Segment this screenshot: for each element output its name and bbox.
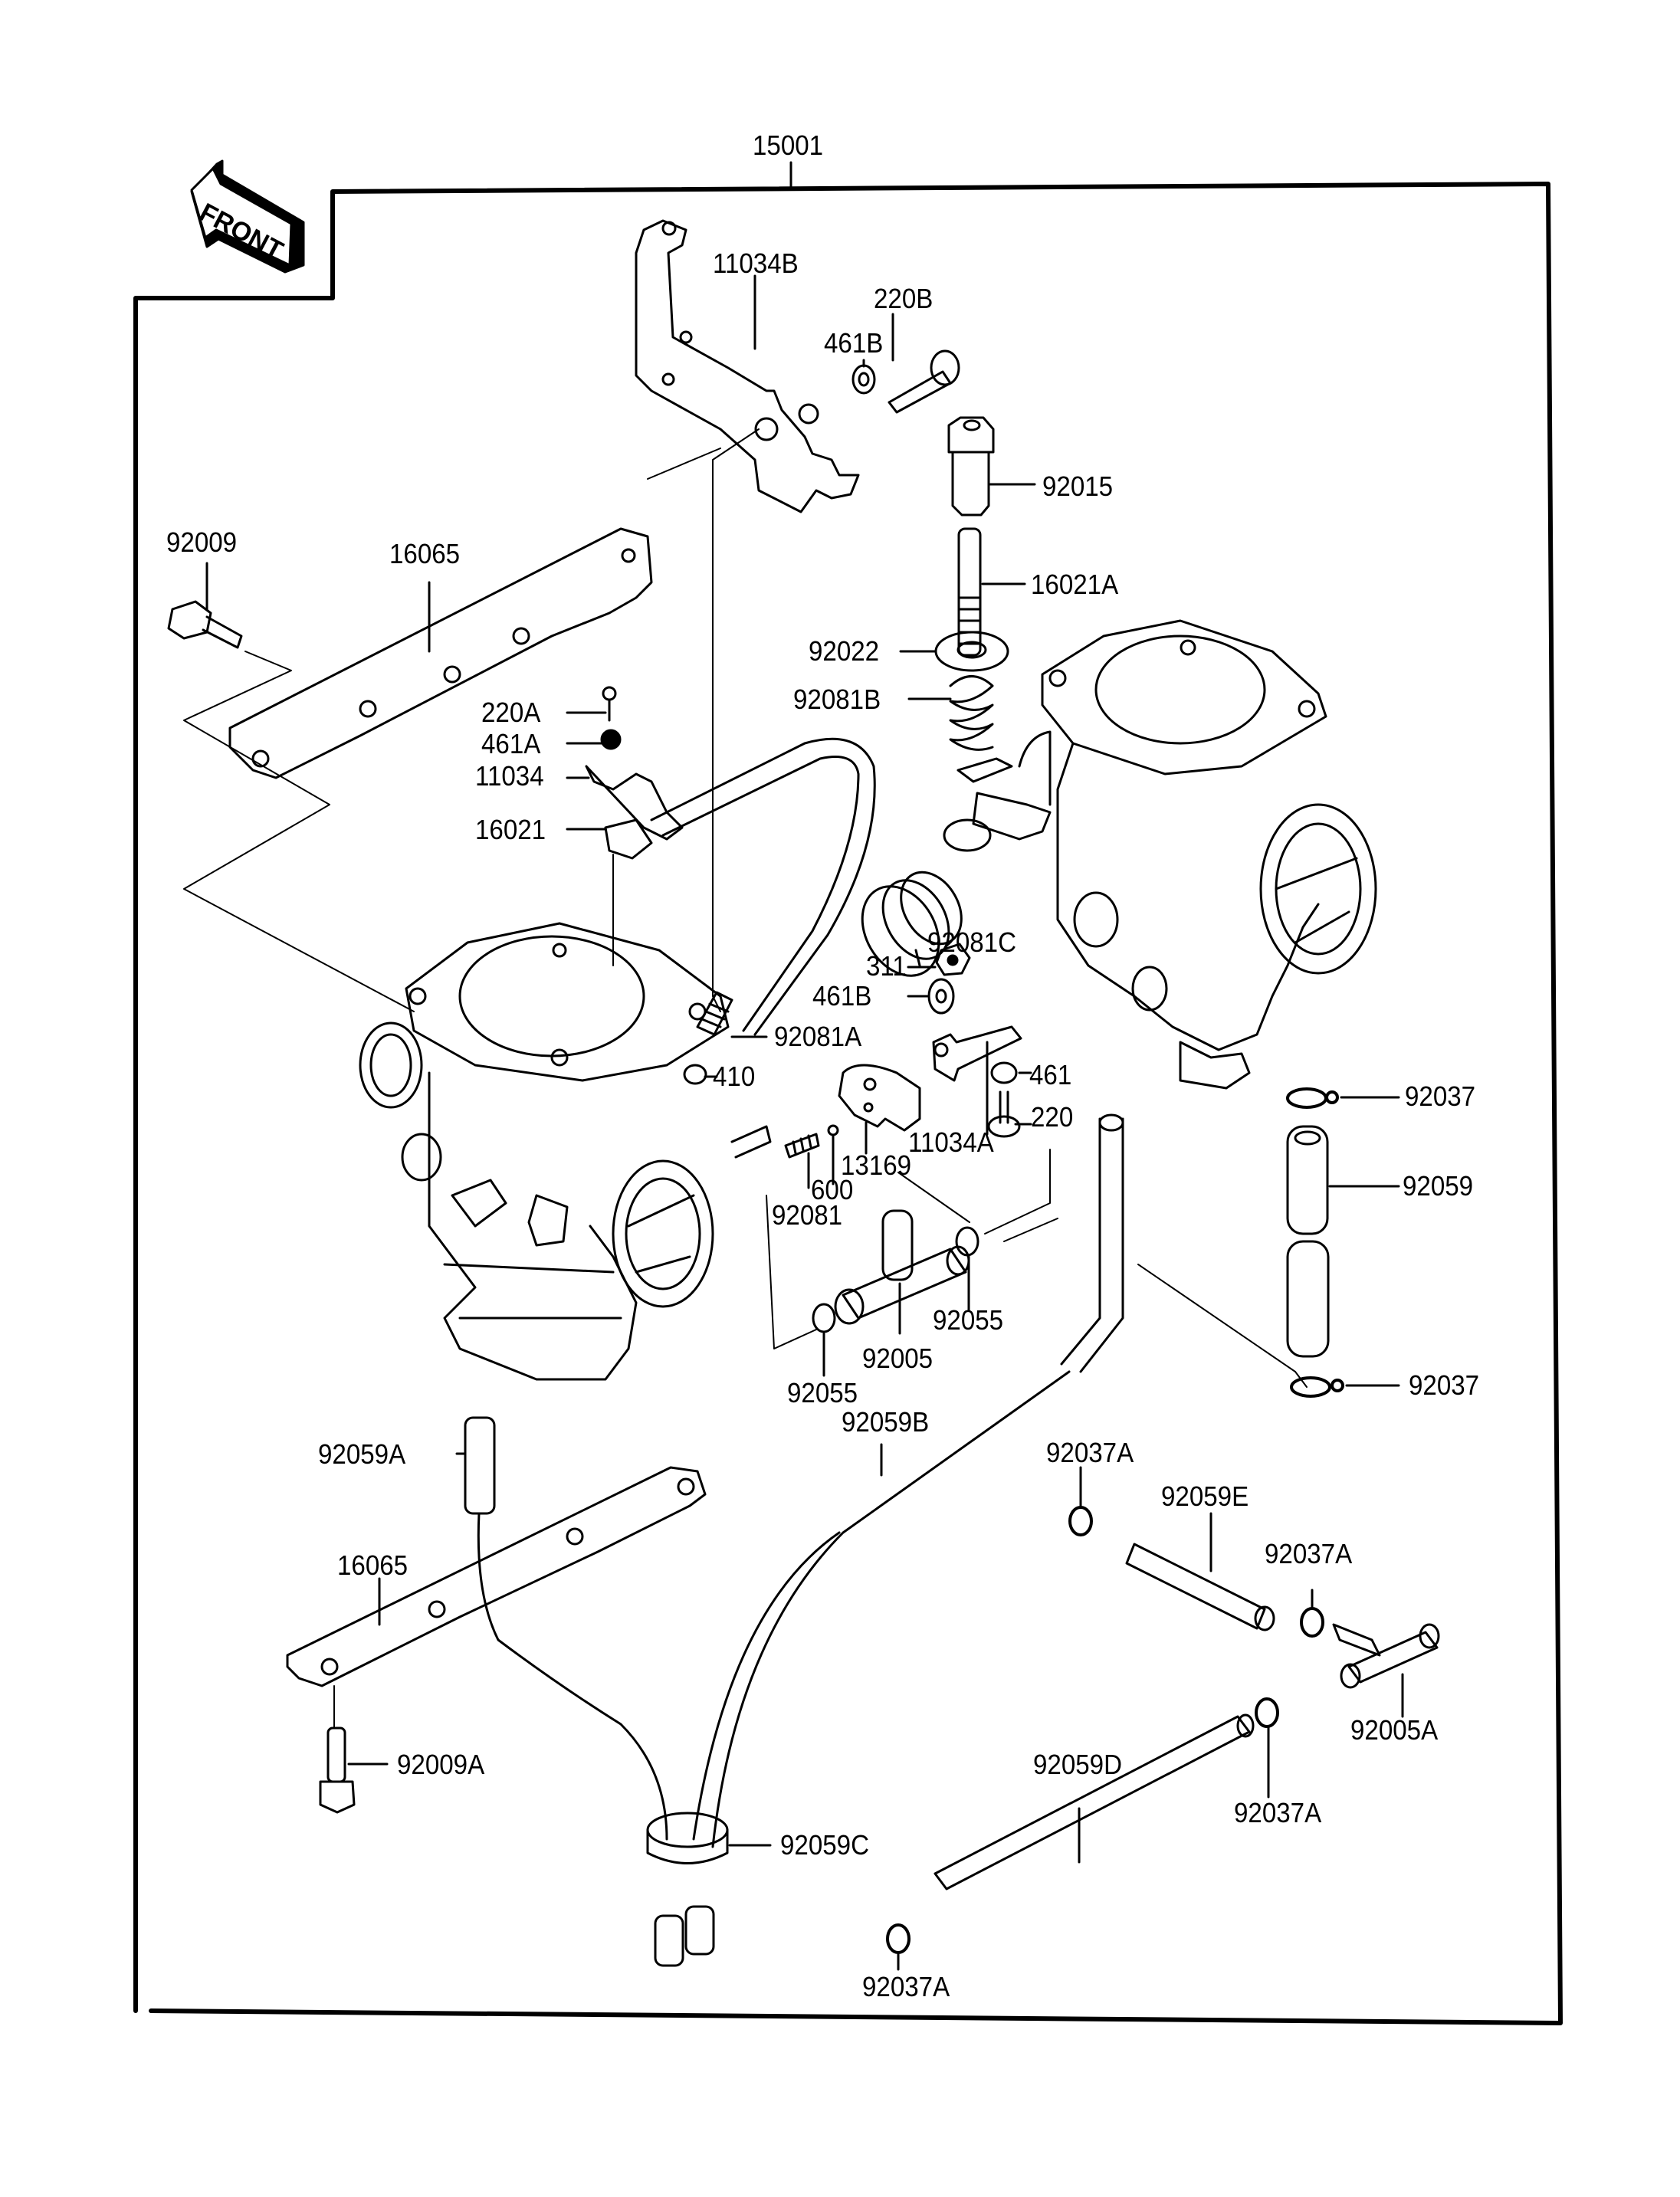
washer-461B-mid-part	[927, 978, 955, 1015]
part-label-16021A: 16021A	[1031, 569, 1119, 600]
part-label-92009A: 92009A	[397, 1749, 485, 1780]
part-label-92081: 92081	[772, 1199, 843, 1231]
screw-220-part	[987, 1090, 1021, 1138]
pin-600-part	[827, 1124, 839, 1170]
leader-11034B-down	[712, 428, 760, 1012]
part-label-461: 461	[1029, 1059, 1072, 1090]
part-label-461B: 461B	[824, 327, 884, 359]
part-label-461B-mid: 461B	[812, 980, 872, 1012]
part-label-92009: 92009	[166, 526, 238, 558]
adjuster-16021A-part	[957, 527, 982, 657]
bracket-16065-bottom-part	[286, 1466, 707, 1687]
washer-461B-part	[851, 364, 876, 395]
hose-92059D-part	[934, 1713, 1255, 1890]
part-label-220A: 220A	[481, 697, 541, 728]
part-label-11034: 11034	[475, 760, 544, 792]
part-label-15001: 15001	[753, 130, 824, 161]
part-label-92059E: 92059E	[1161, 1481, 1249, 1512]
part-label-92055-right: 92055	[933, 1304, 1004, 1336]
part-label-92037-bottom: 92037	[1409, 1369, 1480, 1401]
part-label-311: 311	[866, 950, 907, 982]
spring-92081A-part	[696, 991, 733, 1036]
part-label-92022: 92022	[809, 635, 880, 667]
clamp-92037A-2-part	[1300, 1607, 1324, 1638]
left-carburetor-part	[359, 922, 772, 1381]
part-label-13169: 13169	[841, 1149, 912, 1181]
part-label-11034B: 11034B	[713, 248, 799, 279]
clamp-92037A-4-part	[886, 1923, 911, 1954]
part-label-92059C: 92059C	[780, 1829, 870, 1861]
clamp-92037-top-part	[1286, 1087, 1339, 1109]
screw-220A-part	[602, 686, 617, 722]
part-label-92037A-3: 92037A	[1234, 1797, 1322, 1828]
tee-fitting-92005A-part	[1332, 1623, 1440, 1689]
assembly-border	[133, 182, 1563, 2025]
leader-lines-center	[766, 1149, 1308, 1388]
hose-92059-lower-part	[1286, 1240, 1330, 1358]
spring-92081B-part	[949, 675, 994, 751]
leader-lines-top-left	[183, 448, 721, 1012]
part-label-92005: 92005	[862, 1343, 934, 1374]
part-label-461A: 461A	[481, 728, 541, 759]
hose-92059B-part	[692, 1113, 1124, 1848]
part-label-92081C: 92081C	[927, 926, 1017, 958]
part-label-220B: 220B	[874, 283, 934, 314]
throttle-bracket-part	[635, 219, 860, 513]
part-label-92059A: 92059A	[318, 1438, 406, 1470]
part-label-16065: 16065	[389, 538, 461, 569]
oring-92055-right-part	[955, 1226, 979, 1257]
boot-92081C-part	[861, 871, 963, 977]
bracket-11034A-part	[932, 1025, 1022, 1082]
nut-311-part	[935, 943, 971, 976]
front-arrow-icon	[190, 159, 305, 274]
part-label-410: 410	[713, 1061, 756, 1092]
ring-410-part	[683, 1064, 707, 1085]
screw-220B-part	[888, 349, 960, 414]
spring-92081-part	[784, 1133, 820, 1159]
cable-16021-part	[604, 737, 876, 1036]
part-label-16065-bottom: 16065	[337, 1549, 409, 1581]
washer-461A-part	[600, 729, 622, 750]
part-label-92055-left: 92055	[787, 1377, 858, 1408]
part-label-11034A: 11034A	[908, 1126, 994, 1158]
cap-92015-part	[947, 416, 995, 516]
hose-92059-upper-part	[1286, 1125, 1329, 1235]
washer-92022-part	[934, 631, 1009, 672]
part-label-92037A-4: 92037A	[862, 1971, 950, 2002]
bracket-16065-top-part	[228, 527, 653, 779]
part-label-92059: 92059	[1403, 1170, 1474, 1202]
part-label-92005A: 92005A	[1350, 1714, 1439, 1746]
part-label-92037A-2: 92037A	[1265, 1538, 1353, 1569]
label-leader-lines	[205, 274, 1404, 1971]
part-label-92059B: 92059B	[842, 1406, 930, 1438]
clamp-92037-bottom-part	[1290, 1376, 1344, 1398]
bolt-92009-part	[167, 600, 243, 649]
part-label-92037A-1: 92037A	[1046, 1437, 1134, 1468]
part-label-600: 600	[811, 1174, 854, 1205]
plate-13169-part	[838, 1064, 921, 1132]
part-label-92037-top: 92037	[1405, 1080, 1476, 1112]
grommet-92059C-part	[646, 1812, 729, 1967]
washer-461-part	[990, 1061, 1018, 1084]
part-label-92081B: 92081B	[793, 684, 881, 715]
part-label-92015: 92015	[1042, 471, 1114, 502]
clamp-92037A-3-part	[1255, 1697, 1279, 1728]
oring-92055-left-part	[812, 1303, 836, 1333]
throttle-link-part	[943, 757, 1052, 852]
bolt-92009A-part	[319, 1726, 356, 1814]
hose-92059A-part	[464, 1416, 668, 1841]
hose-92059E-part	[1125, 1543, 1275, 1631]
part-label-92081A: 92081A	[774, 1021, 862, 1052]
lever-11034-part	[585, 765, 684, 841]
part-label-16021: 16021	[475, 814, 546, 845]
right-carburetor-part	[1018, 619, 1377, 1090]
part-label-92059D: 92059D	[1033, 1749, 1123, 1780]
clamp-92037A-1-part	[1068, 1506, 1093, 1536]
part-label-220: 220	[1031, 1101, 1074, 1133]
